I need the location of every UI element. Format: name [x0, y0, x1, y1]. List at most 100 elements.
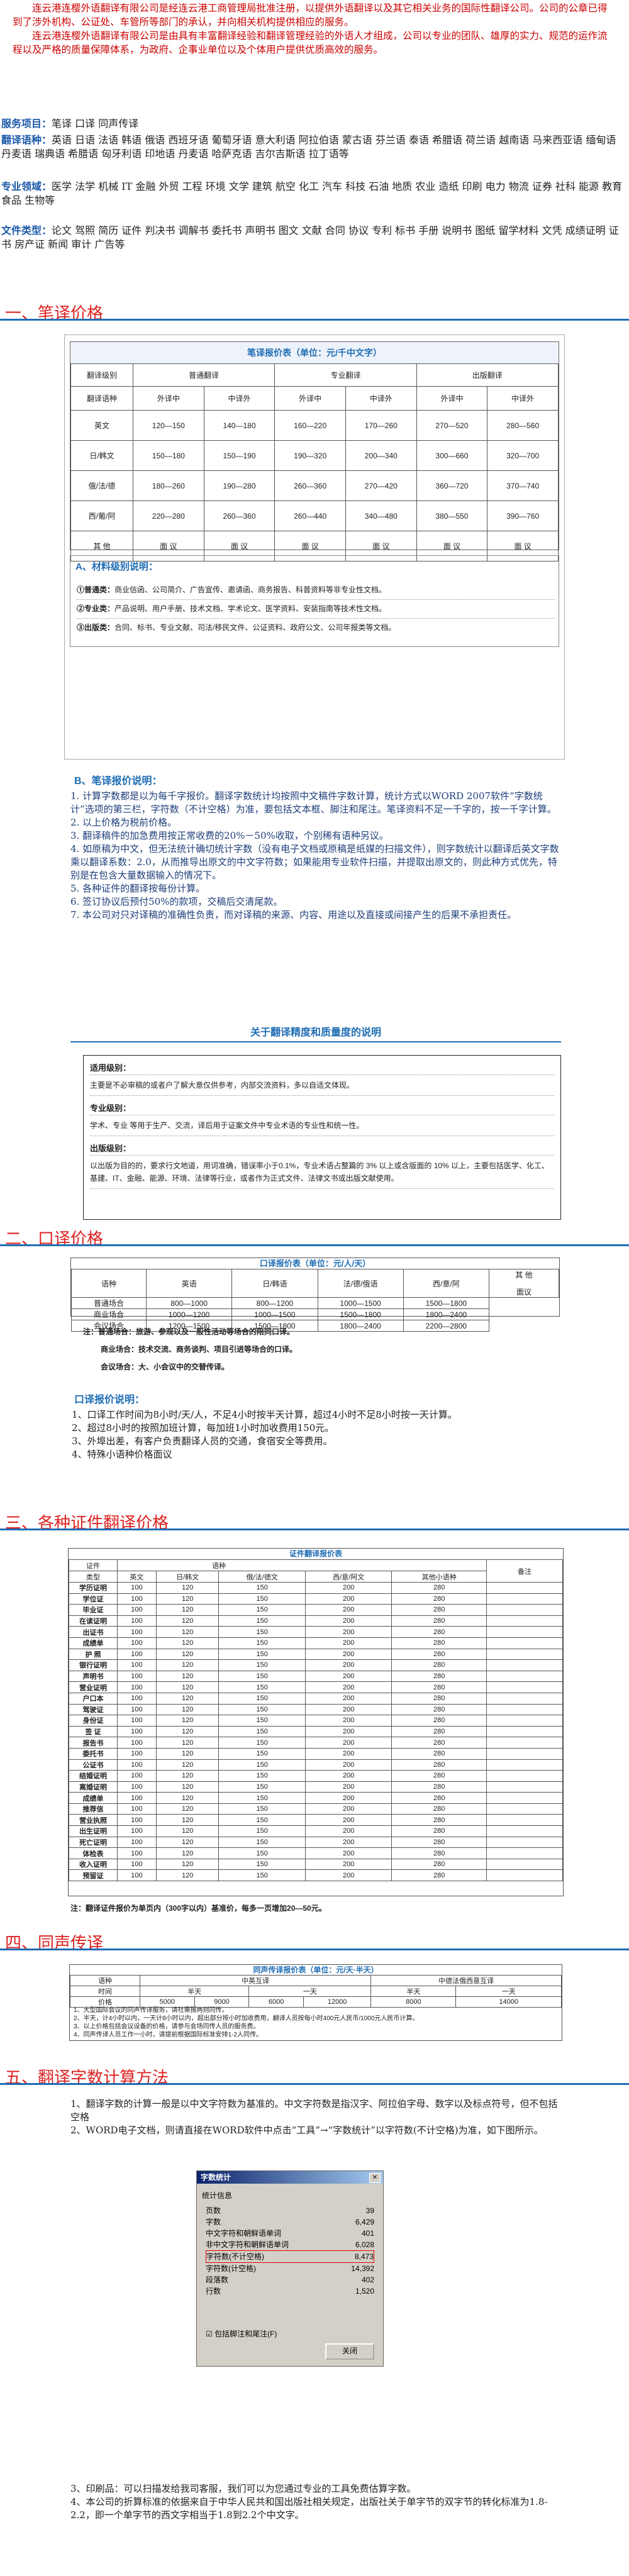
- table-cell: 150—180: [133, 440, 204, 471]
- table-cell: 声明书: [69, 1670, 118, 1683]
- list-divider: [77, 599, 555, 600]
- table-cell: 190—280: [203, 470, 276, 501]
- table-cell: 280: [391, 1781, 487, 1793]
- dialog-title: 字数统计: [197, 2171, 383, 2184]
- table-cell: [486, 1582, 563, 1594]
- table-cell: 100: [117, 1792, 157, 1804]
- table-cell: 260—360: [203, 500, 276, 531]
- material-level-item: ②专业类：产品说明、用户手册、技术文档、学术论文、医学资料、安装指南等技术性文档…: [77, 600, 555, 618]
- table-cell: 100: [117, 1858, 157, 1871]
- table-cell: 100: [117, 1659, 157, 1671]
- material-level-name: ①普通类：: [77, 585, 115, 594]
- table-cell: 200: [304, 1626, 392, 1638]
- table-cell: 150: [218, 1715, 306, 1727]
- table-cell: 340—480: [345, 500, 417, 531]
- table-cell: 280: [391, 1770, 487, 1782]
- table-cell: 200: [304, 1781, 392, 1793]
- table-cell: 西/葡/阿: [70, 500, 133, 531]
- material-level-desc: 商业信函、公司简介、广告宣传、邀请函、商务报告、科普资料等非专业性文档。: [114, 585, 387, 594]
- table-cell: 120: [155, 1659, 220, 1671]
- table-cell: 120: [155, 1858, 220, 1871]
- table-cell: 200: [304, 1681, 392, 1693]
- table-cell: 280: [391, 1626, 487, 1638]
- table-cell: 200: [304, 1593, 392, 1605]
- table-cell: 150: [218, 1725, 306, 1738]
- table-cell: 200: [304, 1725, 392, 1738]
- table-cell: 体检表: [69, 1847, 118, 1859]
- table-cell: 280: [391, 1637, 487, 1649]
- table-cell: 英文: [70, 410, 133, 441]
- table-cell: 370—740: [487, 470, 559, 501]
- table-cell: 270—420: [345, 470, 417, 501]
- table-cell: 260—440: [274, 500, 346, 531]
- material-level-item: ③出版类：合同、标书、专业文献、司法/移民文件、公证资料、政府公文、公司年报类等…: [77, 619, 555, 637]
- table-cell: 150: [218, 1814, 306, 1827]
- table-cell: 毕业证: [69, 1604, 118, 1616]
- written-price-panel: 笔译报价表（单位：元/千中文字） 翻译级别 普通翻译 专业翻译 出版翻译 翻译语…: [64, 334, 565, 760]
- table-cell: 120: [155, 1703, 220, 1716]
- table-cell: 120: [155, 1692, 220, 1705]
- table-cell: 会议场合: [71, 1320, 147, 1332]
- section-3-header: 三、各种证件翻译价格: [0, 1509, 629, 1533]
- list-item: 1、口译工作时间为8小时/天/人，不足4小时按半天计算，超过4小时不足8小时按一…: [72, 1409, 457, 1420]
- section-divider: [0, 1528, 629, 1530]
- table-cell: 100: [117, 1803, 157, 1815]
- list-item: 4. 如原稿为中文，但无法统计确切统计字数（没有电子文档或原稿是纸媒的扫描文件）…: [70, 843, 559, 881]
- table-cell: [486, 1770, 563, 1782]
- written-price-table-title: 笔译报价表（单位：元/千中文字）: [70, 342, 559, 364]
- service-fields: 专业领域：医学 法学 机械 IT 金融 外贸 工程 环境 文学 建筑 航空 化工…: [1, 180, 623, 206]
- table-cell: 普通场合: [71, 1297, 147, 1309]
- table-cell: 100: [117, 1747, 157, 1760]
- table-cell: 推荐信: [69, 1803, 118, 1815]
- table-cell: 120: [155, 1803, 220, 1815]
- table-cell: 140—180: [203, 410, 276, 441]
- interpreting-notes: 注：普通场合：旅游、参观以及一般性活动等场合的陪同口译。商业场合：技术交流、商务…: [83, 1323, 548, 1376]
- table-cell: 120: [155, 1648, 220, 1661]
- table-cell: 200: [304, 1858, 392, 1871]
- quality-level-desc: 学术、专业 等用于生产、交流，译后用于证案文件中专业术语的专业性和统一性。: [90, 1115, 554, 1136]
- table-cell: 200: [304, 1703, 392, 1716]
- quality-divider: [70, 1041, 561, 1042]
- table-cell: 100: [117, 1604, 157, 1616]
- table-cell: 200: [304, 1670, 392, 1683]
- table-cell: 150: [218, 1670, 306, 1683]
- table-cell: 800—1000: [145, 1297, 233, 1309]
- close-button[interactable]: 关闭: [325, 2343, 374, 2360]
- table-cell: [486, 1604, 563, 1616]
- close-icon[interactable]: ✕: [369, 2173, 381, 2183]
- table-cell: 200: [304, 1792, 392, 1804]
- table-cell: 150: [218, 1681, 306, 1693]
- table-cell: [486, 1703, 563, 1716]
- interpreting-price-frame: 口译报价表（单位：元/人/天） 语种 英语 日/韩语 法/德/俄语 西/意/阿 …: [70, 1258, 560, 1332]
- quality-levels-box: 适用级别：主要是不必审稿的或者户了解大意仅供参考，内部交流资料，多以自适文体现。…: [83, 1055, 561, 1220]
- table-cell: 在读证明: [69, 1615, 118, 1627]
- table-cell: 150: [218, 1847, 306, 1859]
- table-cell: 150: [218, 1615, 306, 1627]
- table-cell: 签 证: [69, 1725, 118, 1738]
- table-cell: 100: [117, 1715, 157, 1727]
- table-cell: 280: [391, 1737, 487, 1749]
- quality-levels-list: 适用级别：主要是不必审稿的或者户了解大意仅供参考，内部交流资料，多以自适文体现。…: [90, 1061, 554, 1189]
- footnotes-checkbox[interactable]: ☑ 包括脚注和尾注(F): [206, 2330, 277, 2338]
- table-cell: [486, 1747, 563, 1760]
- dialog-stat-value: 6,028: [355, 2240, 374, 2249]
- quality-level-desc: 主要是不必审稿的或者户了解大意仅供参考，内部交流资料，多以自适文体现。: [90, 1075, 554, 1096]
- service-items: 服务项目：笔译 口译 同声传译: [1, 118, 139, 130]
- table-cell: 100: [117, 1681, 157, 1693]
- table-cell: 200: [304, 1737, 392, 1749]
